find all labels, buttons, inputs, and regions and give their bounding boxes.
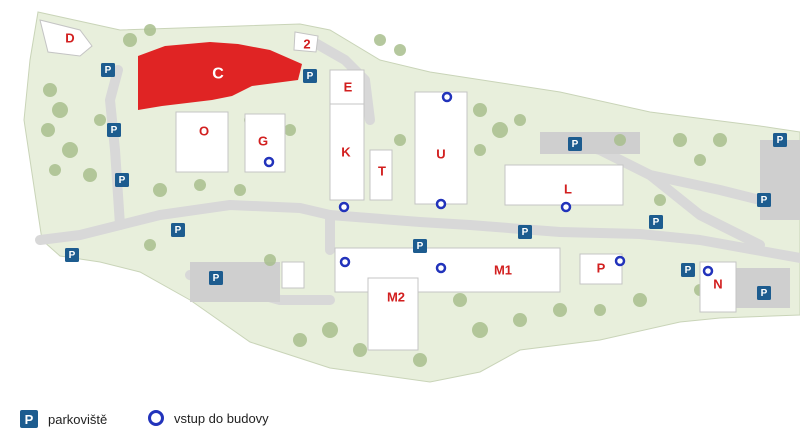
label-L: L [564,182,572,197]
svg-text:P: P [572,139,579,150]
label-E: E [344,80,353,95]
svg-text:P: P [69,250,76,261]
label-M2: M2 [387,290,405,305]
svg-text:P: P [119,175,126,186]
label-D: D [65,31,74,46]
parking-sign: P [115,173,129,187]
svg-text:P: P [111,125,118,136]
parking-sign: P [65,248,79,262]
building-C-highlight [138,42,302,110]
parking-sign: P [757,286,771,300]
building-U [414,91,468,205]
label-K: K [341,145,351,160]
parking-sign: P [773,133,787,147]
parking-sign: P [171,223,185,237]
legend-entrance-label: vstup do budovy [174,410,269,426]
label-N: N [713,277,722,292]
svg-text:P: P [685,265,692,276]
parking-sign: P [107,123,121,137]
campus-map: D C 2 E K T U O G L M1 M2 P N PPPPPPPPPP… [23,11,800,383]
label-O: O [199,124,209,139]
building-P [579,253,623,285]
entrance-marker [435,262,447,274]
entrance-marker [263,156,275,168]
entrance-markers [263,91,714,277]
entrance-marker [339,256,351,268]
parking-sign: P [568,137,582,151]
entrance-marker [435,198,447,210]
label-U: U [436,147,445,162]
building-T [369,149,393,201]
svg-text:P: P [761,288,768,299]
parking-sign: P [101,63,115,77]
label-P: P [597,261,606,276]
legend-parking-label: parkoviště [48,411,108,427]
label-G: G [258,134,268,149]
trees [41,24,727,367]
svg-text:P: P [777,135,784,146]
building-D [39,19,93,57]
parking-sign: P [757,193,771,207]
parking-sign: P [413,239,427,253]
building-labels: D C 2 E K T U O G L M1 M2 P N [65,31,722,305]
parking-sign: P [518,225,532,239]
entrance-marker [338,201,350,213]
parking-sign: P [209,271,223,285]
label-M1: M1 [494,263,512,278]
svg-text:P: P [213,273,220,284]
legend: P parkoviště vstup do budovy [0,400,800,445]
building-M2 [367,277,419,351]
entrance-marker [702,265,714,277]
label-T: T [378,164,386,179]
parking-sign: P [649,215,663,229]
building-K [329,103,365,201]
entrance-icon [148,410,164,426]
svg-text:P: P [417,241,424,252]
svg-text:P: P [307,71,314,82]
svg-text:P: P [105,65,112,76]
svg-text:P: P [653,217,660,228]
legend-parking: P parkoviště [20,410,107,428]
building-O [175,111,229,173]
parking-sign: P [681,263,695,277]
label-C: C [212,66,224,83]
entrance-marker [614,255,626,267]
svg-text:P: P [761,195,768,206]
building-small [281,261,305,289]
label-2: 2 [303,37,310,52]
entrance-marker [560,201,572,213]
parking-icon: P [20,410,38,428]
legend-entrance: vstup do budovy [148,410,269,426]
parking-signs: P P P P P P P P P P P P P P P [65,63,787,300]
building-2 [293,31,319,53]
svg-text:P: P [522,227,529,238]
entrance-marker [441,91,453,103]
svg-text:P: P [175,225,182,236]
parking-sign: P [303,69,317,83]
